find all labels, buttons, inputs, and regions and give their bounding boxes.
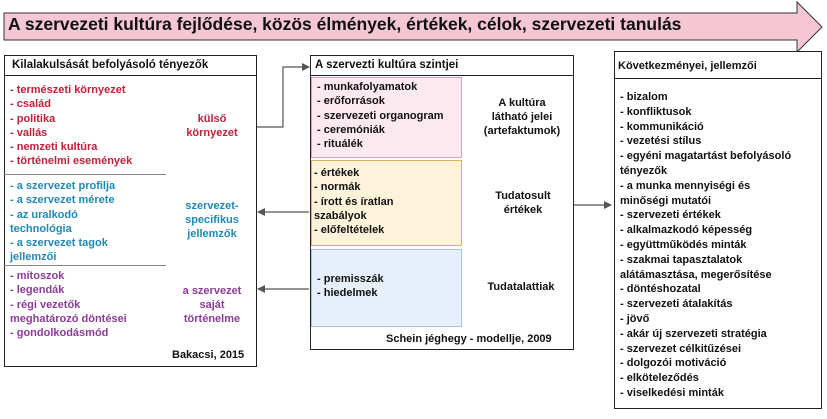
label-line: látható jelei xyxy=(491,111,553,123)
list-item: - elköteleződés xyxy=(620,372,699,385)
list-item: - alkalmazkodó képesség xyxy=(620,224,753,237)
list-item: - szervezeti értékek xyxy=(620,209,721,222)
label-line: saját xyxy=(199,299,225,311)
group-divider xyxy=(4,174,166,175)
label-line: Tudatosult xyxy=(495,190,551,202)
middle-source-note: Schein jéghegy - modellje, 2009 xyxy=(386,333,552,345)
list-item: - normák xyxy=(314,181,361,194)
list-item: - régi vezetők xyxy=(10,298,81,311)
list-item: - döntéshozatal xyxy=(620,283,701,296)
list-item: - egyéni magatartást befolyásoló xyxy=(620,150,792,163)
list-item: - hiedelmek xyxy=(317,287,378,300)
list-item: - előfeltételek xyxy=(314,224,385,237)
list-item: - mítoszok xyxy=(10,270,65,282)
list-item: - bizalom xyxy=(620,91,668,103)
org-history-list: - mítoszok - legendák - régi vezetők meg… xyxy=(10,269,127,340)
subconscious-list: - premisszák - hiedelmek xyxy=(317,272,384,301)
values-list: - értékek - normák - írott és íratlan sz… xyxy=(314,166,393,237)
label-line: a szervezet xyxy=(182,285,242,297)
list-item: - természeti környezet xyxy=(10,84,126,96)
factors-box xyxy=(4,55,257,367)
list-item: - az uralkodó xyxy=(10,208,78,221)
artefacts-panel xyxy=(311,77,462,158)
list-item: - vezetési stílus xyxy=(620,135,702,148)
label-line: környezet xyxy=(186,127,238,139)
label-line: történelme xyxy=(183,313,241,325)
list-item: alátámasztása, megerősítése xyxy=(620,268,772,281)
list-item: technológia xyxy=(10,222,72,235)
label-line: külső xyxy=(197,113,227,125)
list-item: - nemzeti kultúra xyxy=(10,141,98,154)
list-item: - konfliktusok xyxy=(620,105,692,118)
list-item: - ceremóniák xyxy=(317,123,385,136)
list-item: - írott és íratlan xyxy=(314,195,394,208)
list-item: - együttműködés minták xyxy=(620,238,747,251)
list-item: - a szervezet tagok xyxy=(10,237,108,250)
artefacts-label: A kultúra látható jelei (artefaktumok) xyxy=(472,96,572,138)
external-label: külső környezet xyxy=(172,112,252,140)
consequences-header: Következményei, jellemzői xyxy=(618,60,757,72)
factors-header-rule xyxy=(4,75,257,76)
label-line: Tudatalattiak xyxy=(487,281,555,293)
values-panel xyxy=(311,160,462,246)
list-item: - a munka mennyiségi és xyxy=(620,179,751,192)
list-item: tényezők xyxy=(620,164,668,177)
org-history-label: a szervezet saját történelme xyxy=(172,284,252,326)
list-item: - premisszák xyxy=(317,273,384,285)
list-item: szabályok xyxy=(314,209,367,222)
list-item: - szervezet célkitűzései xyxy=(620,342,742,355)
list-item: - legendák xyxy=(10,284,65,297)
list-item: - munkafolyamatok xyxy=(317,81,418,93)
label-line: értékek xyxy=(503,204,543,216)
list-item: minőségi mutatói xyxy=(620,194,712,207)
list-item: - erőforrások xyxy=(317,95,385,108)
org-specific-list: - a szervezet profilja - a szervezet mér… xyxy=(10,179,115,265)
consequences-list: - bizalom - konfliktusok - kommunikáció … xyxy=(620,90,791,401)
list-item: - gondolkodásmód xyxy=(10,327,109,340)
list-item: - szervezeti átalakítás xyxy=(620,298,733,311)
list-item: - történelmi események xyxy=(10,155,133,168)
list-item: - akár új szervezeti stratégia xyxy=(620,327,767,340)
subconscious-label: Tudatalattiak xyxy=(476,280,566,294)
list-item: - kommunikáció xyxy=(620,120,704,133)
consequences-header-rule xyxy=(614,78,822,79)
values-label: Tudatosult értékek xyxy=(478,189,568,217)
list-item: - értékek xyxy=(314,167,360,179)
banner-title: A szervezeti kultúra fejlődése, közös él… xyxy=(8,14,682,34)
factors-header: Kilalakulsását befolyásoló tényezők xyxy=(12,59,209,71)
left-source-note: Bakacsi, 2015 xyxy=(172,349,245,361)
label-line: (artefaktumok) xyxy=(483,125,561,137)
group-divider xyxy=(4,265,166,266)
consequences-box xyxy=(614,51,822,409)
list-item: - jövő xyxy=(620,312,650,325)
connector-left-to-mid xyxy=(257,63,310,128)
list-item: - a szervezet mérete xyxy=(10,194,115,207)
list-item: jellemzői xyxy=(10,251,57,264)
label-line: jellemzők xyxy=(187,228,237,240)
external-factors-list: - természeti környezet - család - politi… xyxy=(10,83,132,169)
list-item: - szakmai tapasztalatok xyxy=(620,253,743,266)
list-item: - vallás xyxy=(10,126,48,139)
list-item: - viselkedési minták xyxy=(620,386,724,399)
list-item: meghatározó döntései xyxy=(10,312,127,325)
label-line: specifikus xyxy=(185,214,239,226)
list-item: - szervezeti organogram xyxy=(317,109,444,122)
label-line: szervezet- xyxy=(185,200,239,212)
culture-header: A szervezti kultúra szintjei xyxy=(315,59,459,71)
org-specific-label: szervezet- specifikus jellemzők xyxy=(172,199,252,241)
list-item: - politika xyxy=(10,112,56,125)
list-item: - a szervezet profilja xyxy=(10,180,116,192)
label-line: A kultúra xyxy=(498,97,546,109)
banner-arrow xyxy=(3,0,823,54)
culture-header-rule xyxy=(310,75,574,76)
artefacts-list: - munkafolyamatok - erőforrások - szerve… xyxy=(317,80,444,151)
subconscious-panel xyxy=(311,249,462,327)
list-item: - dolgozói motiváció xyxy=(620,357,727,370)
list-item: - rituálék xyxy=(317,138,363,151)
list-item: - család xyxy=(10,98,51,111)
